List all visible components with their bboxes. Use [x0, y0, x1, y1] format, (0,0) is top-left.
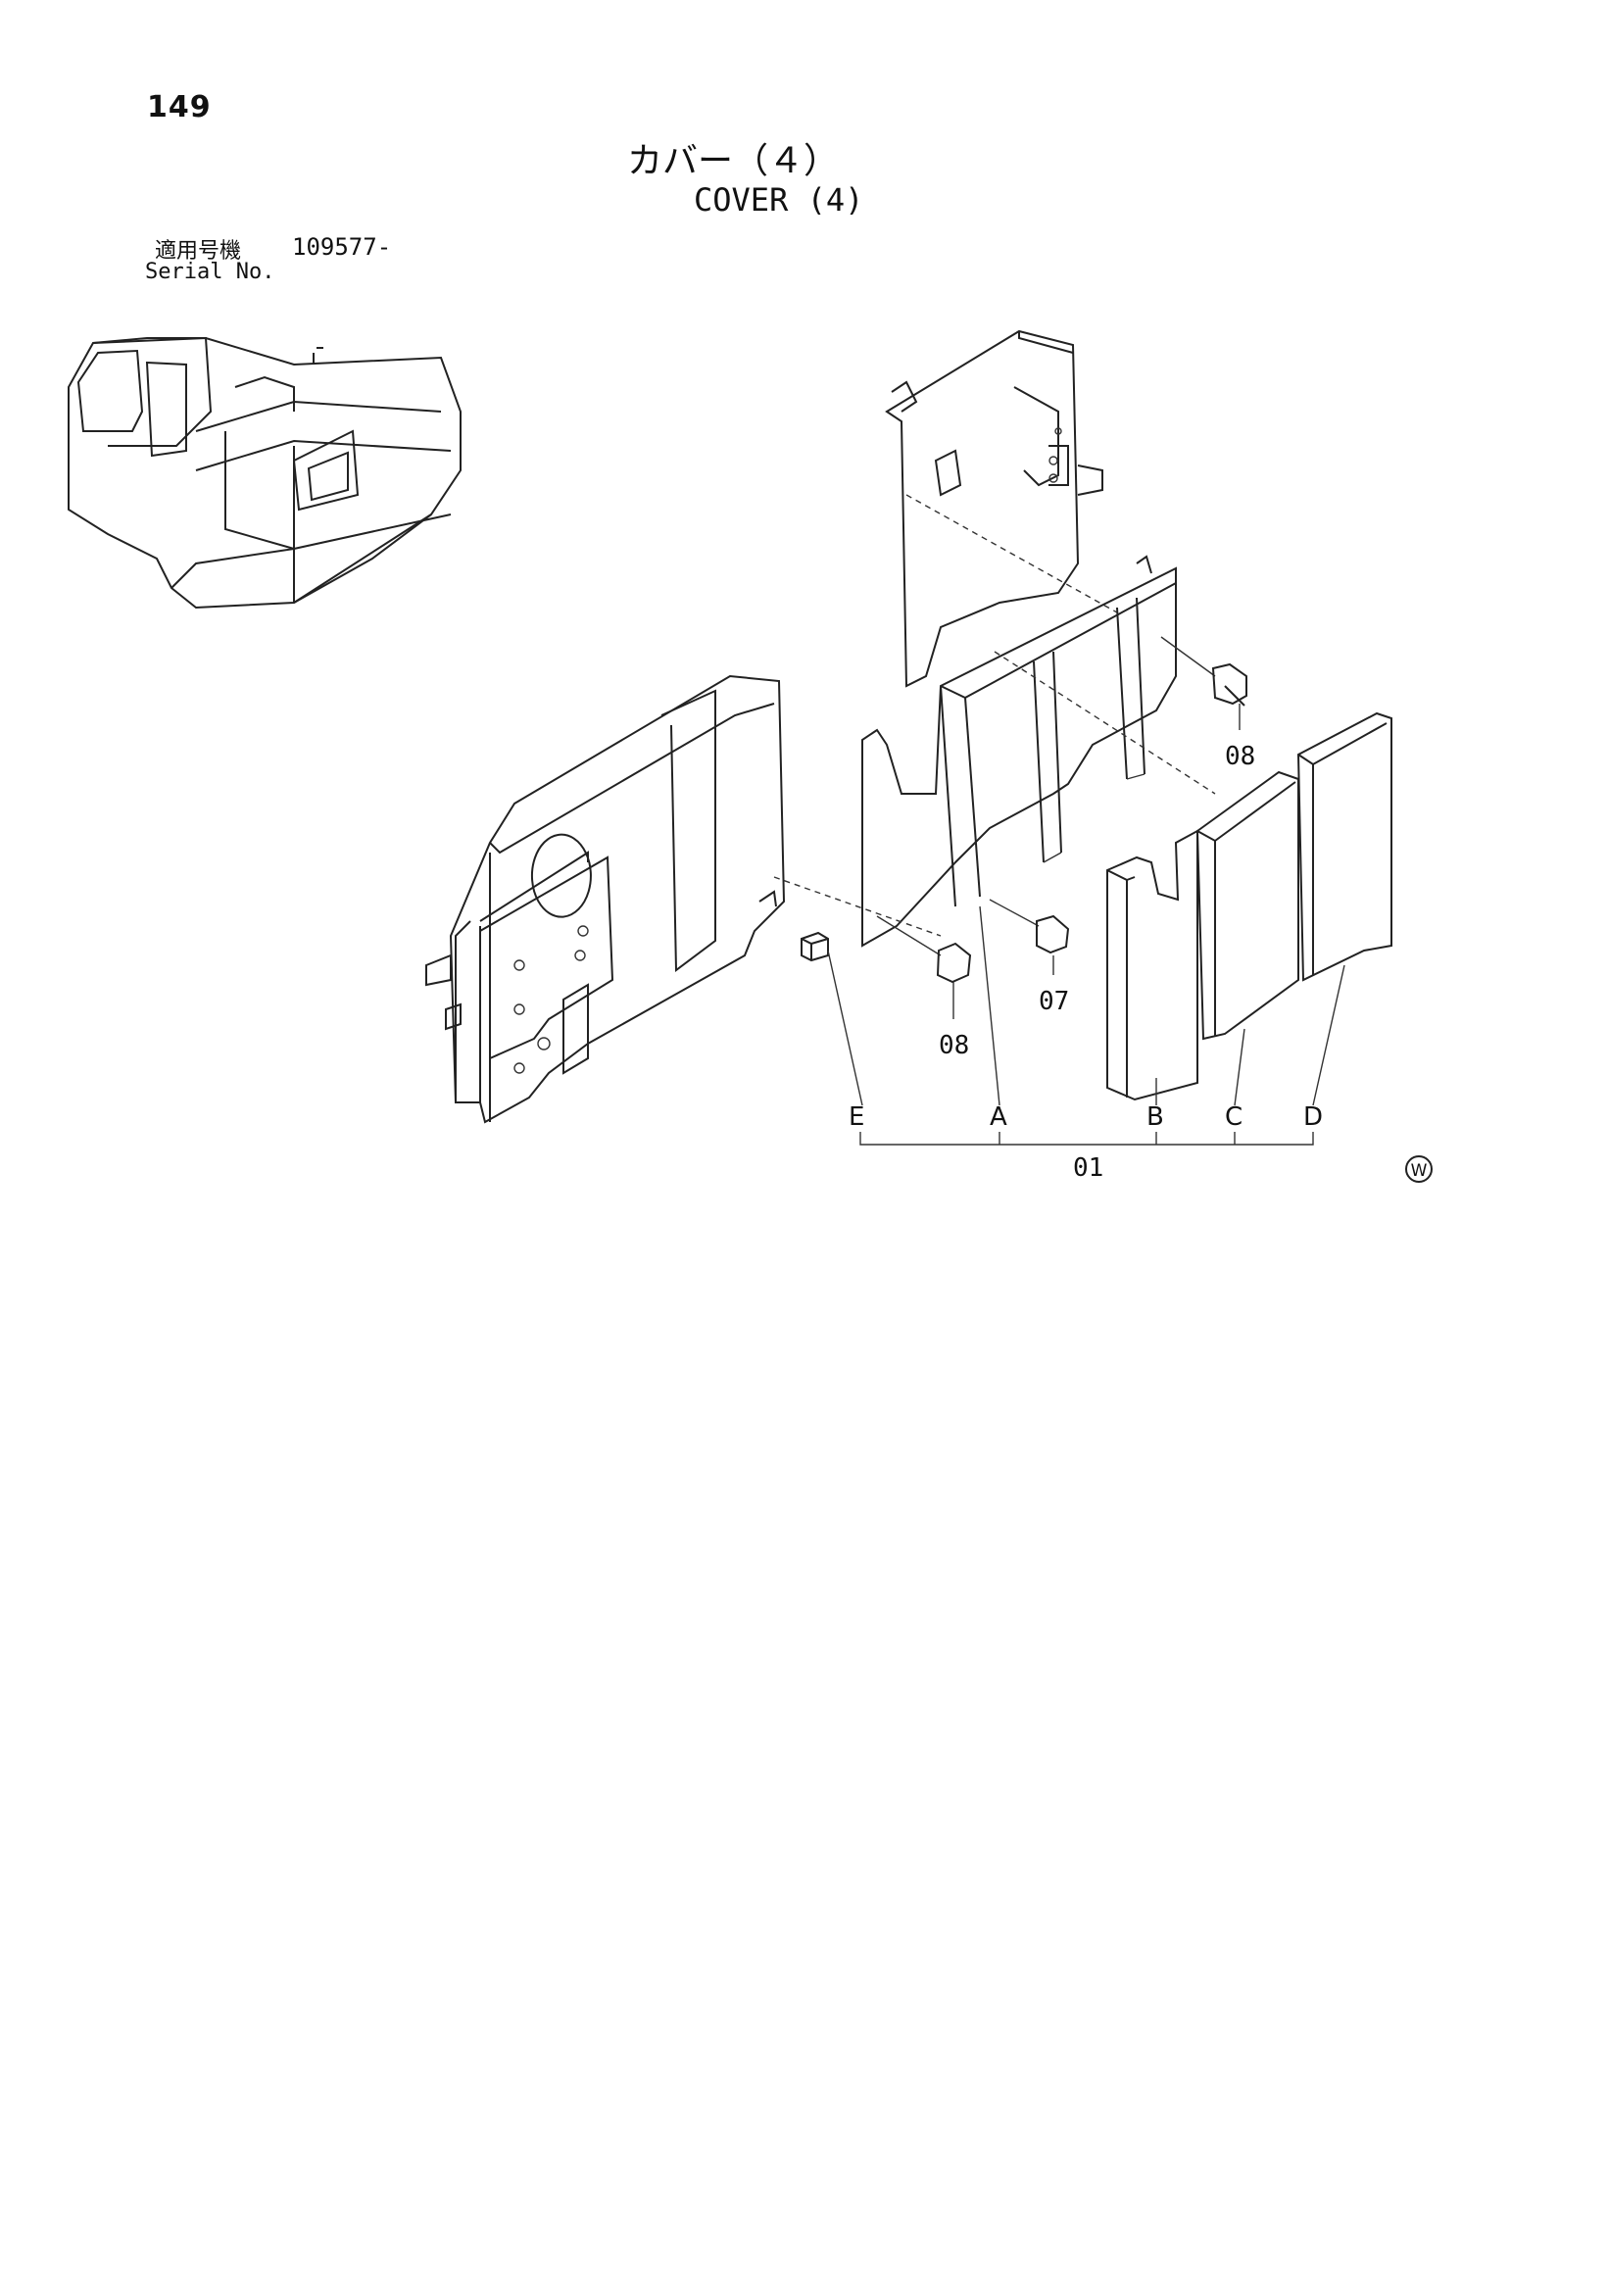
- part-label-07: 07: [1039, 987, 1069, 1016]
- assembly-line: [905, 494, 1118, 613]
- bolt-08-lower: [876, 915, 972, 984]
- circled-w-mark: W: [1405, 1155, 1433, 1183]
- title-english: COVER (4): [694, 181, 864, 219]
- pad-b: [1106, 829, 1198, 1101]
- pad-d: [1296, 711, 1392, 982]
- block-e: [801, 931, 829, 962]
- sub-label-d: D: [1303, 1102, 1323, 1132]
- sub-label-b: B: [1146, 1102, 1164, 1132]
- sub-label-a: A: [990, 1102, 1007, 1132]
- frame-a: [861, 555, 1177, 948]
- side-panel: [425, 674, 786, 1124]
- excavator-key-map: [68, 336, 462, 610]
- part-label-08-upper: 08: [1225, 742, 1255, 771]
- assembly-line-3: [773, 876, 942, 937]
- page-number: 149: [147, 90, 212, 124]
- leader-lines: [827, 704, 1345, 1146]
- serial-label-english: Serial No.: [145, 260, 275, 284]
- part-label-08-lower: 08: [939, 1031, 969, 1060]
- assembly-line-2: [994, 651, 1216, 795]
- sub-label-e: E: [849, 1102, 864, 1132]
- title-japanese: カバー（４）: [627, 141, 840, 181]
- serial-number-value: 109577-: [292, 233, 392, 261]
- circled-w-letter: W: [1411, 1161, 1428, 1181]
- serial-label-japanese: 適用号機: [155, 239, 242, 264]
- bolt-07: [989, 899, 1070, 954]
- sub-label-c: C: [1225, 1102, 1243, 1132]
- pad-c: [1195, 770, 1299, 1041]
- upper-bracket-plate: [885, 329, 1103, 688]
- part-label-01: 01: [1073, 1153, 1103, 1183]
- bolt-08-upper: [1160, 636, 1247, 707]
